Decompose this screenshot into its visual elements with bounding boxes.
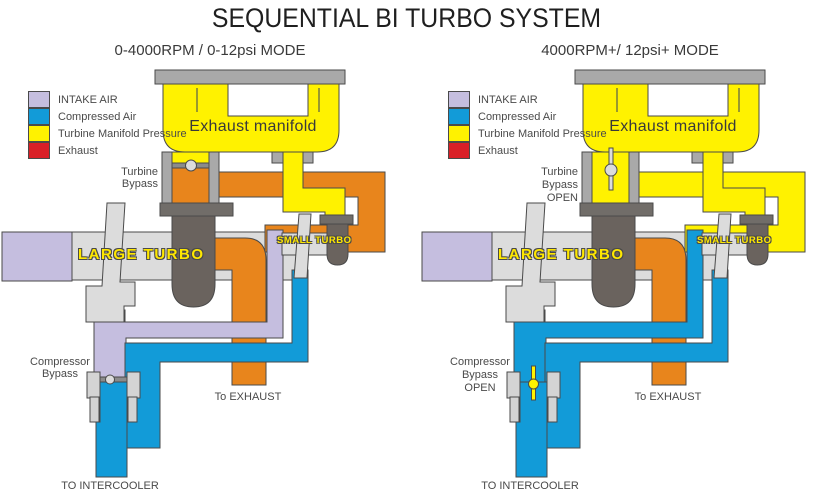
legend-swatch-exhaust <box>448 142 470 159</box>
legend-swatch-turbine-pressure <box>448 125 470 142</box>
manifold-runner-line <box>196 88 198 112</box>
legend-item: Turbine Manifold Pressure <box>28 125 187 142</box>
cylinder-head-flange <box>154 69 346 85</box>
intake-pipe <box>1 231 73 282</box>
cylinder-head-flange <box>574 69 766 85</box>
manifold-notch <box>647 83 729 117</box>
legend-swatch-turbine-pressure <box>28 125 50 142</box>
small-turbo-body <box>326 223 349 266</box>
exhaust-manifold-label: Exhaust manifold <box>609 118 737 135</box>
legend-item: Exhaust <box>28 142 187 159</box>
turbine-bypass-label-line: OPEN <box>546 192 578 204</box>
turbine-bypass-label-line: Turbine <box>121 166 158 178</box>
bypass-column <box>628 151 640 206</box>
compressor-bypass-label-line: Bypass <box>461 369 499 381</box>
manifold-runner-line <box>616 88 618 112</box>
left-mode-title: 0-4000RPM / 0-12psi MODE <box>114 42 306 59</box>
legend-label: Compressed Air <box>58 110 137 123</box>
legend-item: INTAKE AIR <box>28 91 187 108</box>
turbine-bypass-valve-open <box>604 163 618 177</box>
bypass-column <box>581 151 593 206</box>
legend-label: Exhaust <box>58 144 98 157</box>
exhaust-downpipe <box>634 237 687 386</box>
compressor-bypass-label-line: OPEN <box>464 382 496 394</box>
legend-swatch-intake-air <box>448 91 470 108</box>
legend-label: Turbine Manifold Pressure <box>478 127 607 140</box>
to-intercooler-label: TO INTERCOOLER <box>481 480 579 492</box>
legend-label: INTAKE AIR <box>478 93 538 106</box>
compressor-bypass-open-label: Compressor Bypass OPEN <box>444 356 516 395</box>
left-diagram <box>1 69 386 478</box>
legend-item: Turbine Manifold Pressure <box>448 125 607 142</box>
small-turbo-label: SMALL TURBO <box>697 235 772 246</box>
legend-swatch-compressed-air <box>28 108 50 125</box>
small-turbo-compressor <box>293 213 312 279</box>
legend-label: Compressed Air <box>478 110 557 123</box>
intake-pipe <box>421 231 493 282</box>
exhaust-manifold-label: Exhaust manifold <box>189 118 317 135</box>
to-exhaust-label: To EXHAUST <box>634 391 702 403</box>
legend-right: INTAKE AIR Compressed Air Turbine Manifo… <box>448 91 607 159</box>
turbine-bypass-label-line: Turbine <box>541 166 578 178</box>
large-turbo-label: LARGE TURBO <box>78 246 205 263</box>
small-turbo-label: SMALL TURBO <box>277 235 352 246</box>
large-turbo-compressor <box>505 202 556 323</box>
legend-label: INTAKE AIR <box>58 93 118 106</box>
turbine-bypass-valve-closed <box>185 159 197 172</box>
legend-item: INTAKE AIR <box>448 91 607 108</box>
compressor-bypass-valve-open <box>528 378 539 390</box>
legend-label: Exhaust <box>478 144 518 157</box>
large-turbo-label: LARGE TURBO <box>498 246 625 263</box>
legend-item: Exhaust <box>448 142 607 159</box>
compressor-bypass-plate <box>89 396 100 423</box>
compressor-bypass-plate <box>509 396 520 423</box>
legend-swatch-intake-air <box>28 91 50 108</box>
compressor-bypass-label-line: Bypass <box>41 368 79 380</box>
large-turbo-flange <box>579 202 654 217</box>
compressor-bypass-label: Compressor Bypass <box>24 356 96 380</box>
small-turbo-body <box>746 223 769 266</box>
compressor-bypass-label-line: Compressor <box>30 356 90 368</box>
legend-swatch-compressed-air <box>448 108 470 125</box>
compressor-bypass-plate <box>547 396 558 423</box>
compressor-bypass-plate <box>546 371 561 399</box>
compressed-air-pipe <box>124 269 309 449</box>
large-turbo-compressor <box>85 202 136 323</box>
small-turbo-cap <box>739 214 774 225</box>
legend-item: Compressed Air <box>28 108 187 125</box>
legend-item: Compressed Air <box>448 108 607 125</box>
legend-label: Turbine Manifold Pressure <box>58 127 187 140</box>
compressor-bypass-plate <box>127 396 138 423</box>
legend-left: INTAKE AIR Compressed Air Turbine Manifo… <box>28 91 187 159</box>
manifold-runner-line <box>318 88 320 112</box>
legend-swatch-exhaust <box>28 142 50 159</box>
large-turbo-body <box>171 215 216 308</box>
turbine-bypass-label-line: Bypass <box>121 178 158 190</box>
right-mode-title: 4000RPM+/ 12psi+ MODE <box>541 42 719 59</box>
to-intercooler-label: TO INTERCOOLER <box>61 480 159 492</box>
main-title: SEQUENTIAL BI TURBO SYSTEM <box>211 3 602 33</box>
to-exhaust-label: To EXHAUST <box>214 391 282 403</box>
turbine-bypass-open-label: Turbine Bypass OPEN <box>520 166 578 205</box>
compressor-bypass-label-line: Compressor <box>450 356 510 368</box>
compressed-air-pipe <box>544 269 729 449</box>
turbine-bypass-label-line: Bypass <box>541 179 578 191</box>
turbine-bypass-label: Turbine Bypass <box>100 166 158 190</box>
large-turbo-body <box>591 215 636 308</box>
manifold-runner-line <box>738 88 740 112</box>
compressor-bypass-valve-closed <box>105 374 115 385</box>
small-turbo-compressor <box>713 213 732 279</box>
